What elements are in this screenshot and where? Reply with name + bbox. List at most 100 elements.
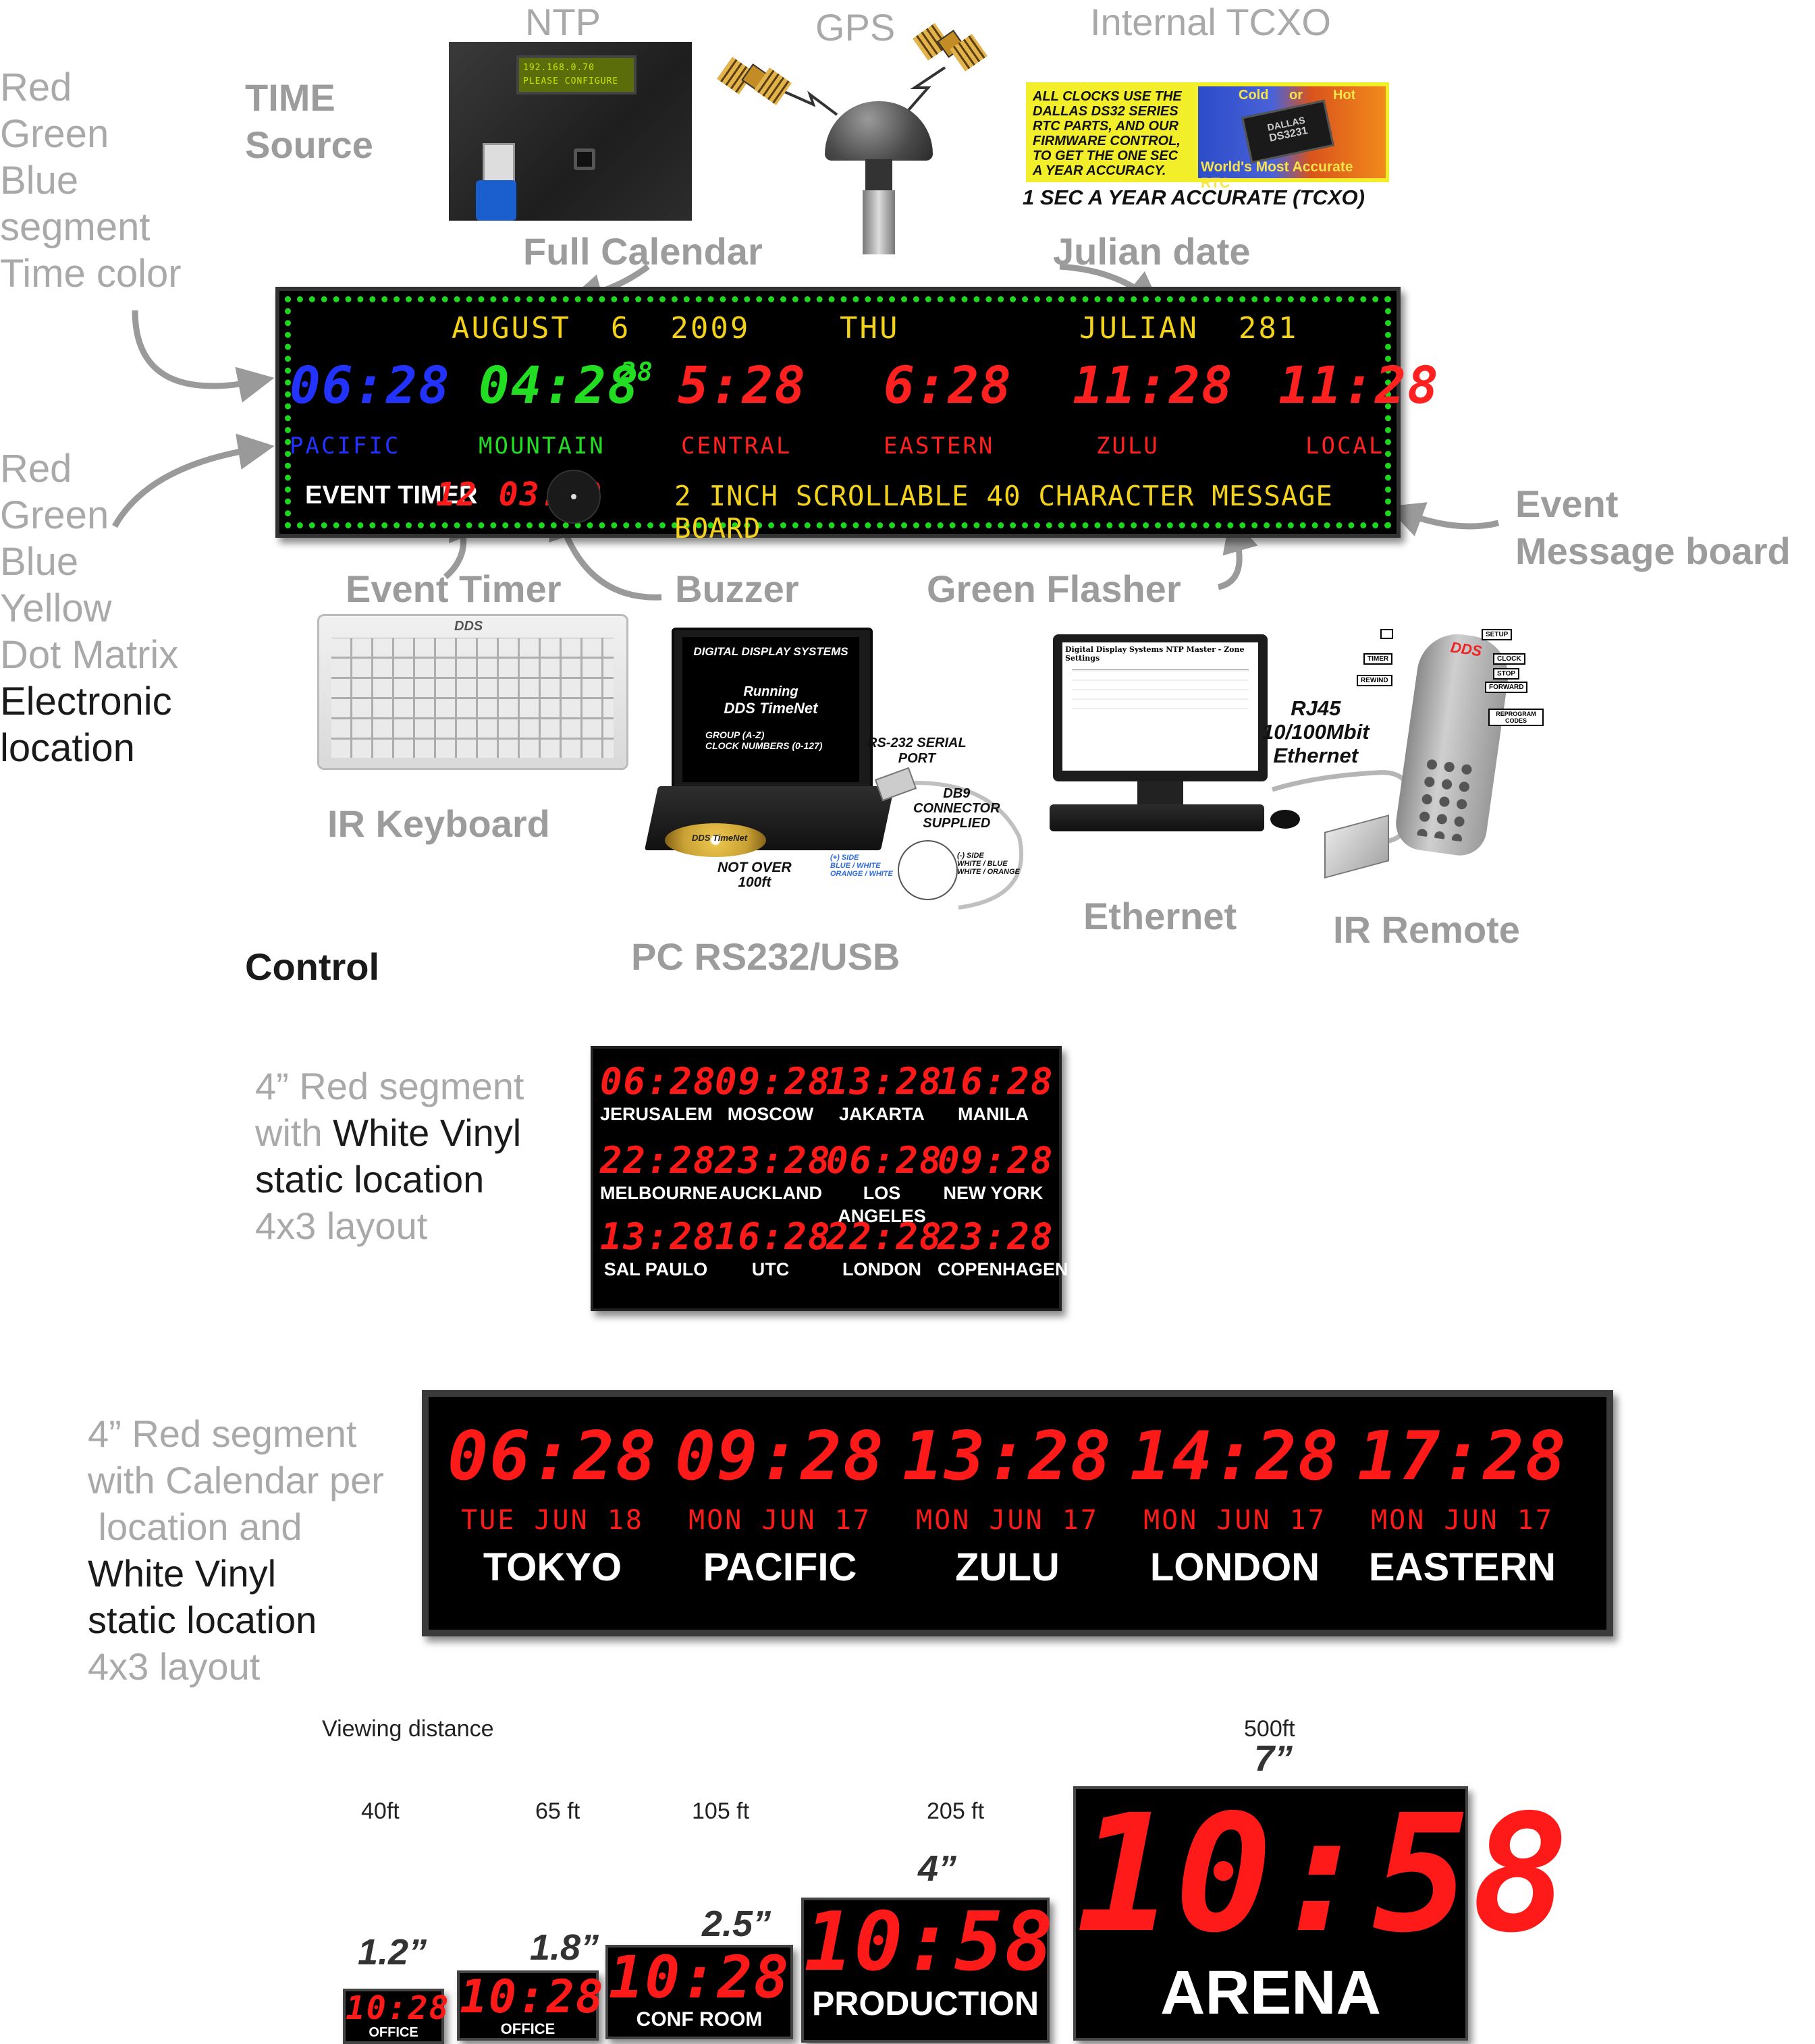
viewing-clock-time: 10:58 <box>1076 1779 1571 1968</box>
remote-tag-forward: FORWARD <box>1485 682 1528 693</box>
calendar-clock-time: 06:28 <box>447 1416 658 1495</box>
world-clock-time: 22:28 <box>826 1215 943 1258</box>
world-clock-city: MANILA <box>958 1104 1029 1124</box>
ntp-button-icon <box>574 148 595 170</box>
remote-tag-stop: STOP <box>1493 668 1520 680</box>
tcxo-chip-image: Cold or Hot DALLAS DS3231 World's Most A… <box>1198 86 1386 191</box>
remote-tag-rewind: REWIND <box>1357 675 1392 686</box>
control-heading: Control <box>245 945 380 988</box>
calendar-clock-date: MON JUN 17 <box>1371 1505 1554 1536</box>
rj45-note: RJ45 10/100Mbit Ethernet <box>1262 696 1370 767</box>
minus-side-note: (-) SIDE WHITE / BLUE WHITE / ORANGE <box>957 852 1020 876</box>
zone-label: EASTERN <box>884 433 995 460</box>
viewing-clock-time: 10:28 <box>608 1944 790 2012</box>
world-clock-caption: 4” Red segment with White Vinyl static l… <box>255 1065 524 1247</box>
calendar-clock-city: EASTERN <box>1368 1545 1556 1589</box>
calendar-clock-time: 09:28 <box>674 1416 886 1495</box>
world-clock-time: 09:28 <box>938 1139 1054 1182</box>
arrow-dot-matrix <box>112 433 275 528</box>
gps-mount-pole <box>863 190 895 254</box>
message-board: 2 INCH SCROLLABLE 40 CHARACTER MESSAGE B… <box>674 480 1333 545</box>
mouse-icon <box>1270 810 1300 829</box>
world-clock-city: JAKARTA <box>839 1104 925 1124</box>
zone-label: ZULU <box>1096 433 1160 460</box>
green-flasher-border <box>285 296 1391 528</box>
rgb-segment-label: Red Green Blue segment Time color <box>0 65 182 296</box>
world-clock-city: MOSCOW <box>727 1104 814 1124</box>
weekday: THU <box>840 311 900 346</box>
viewing-clock-time: 10:58 <box>804 1896 1055 1989</box>
julian-date-callout: Julian date <box>1053 230 1251 273</box>
arrow-message-board <box>1386 502 1500 536</box>
ntp-lcd: 192.168.0.70 PLEASE CONFIGURE <box>516 55 636 94</box>
calendar-date: AUGUST 6 2009 <box>452 311 751 346</box>
calendar-clock-city: ZULU <box>955 1545 1060 1589</box>
pc-label: PC RS232/USB <box>631 935 900 978</box>
zone-label: MOUNTAIN <box>479 433 605 460</box>
ntp-label: NTP <box>525 1 601 43</box>
world-clock-city: COPENHAGEN <box>938 1259 1068 1279</box>
world-clock-city: LONDON <box>842 1259 921 1279</box>
digit-size-label: 7” <box>1254 1738 1293 1779</box>
ir-remote-label: IR Remote <box>1333 908 1520 951</box>
viewing-clock-caption: OFFICE <box>369 2025 418 2040</box>
rs232-note: RS-232 SERIAL PORT <box>867 736 967 766</box>
wiring-diagram-icon <box>898 840 958 900</box>
dot-matrix-label: Red Green Blue Yellow Dot Matrix Electro… <box>0 447 179 770</box>
calendar-clock-date: MON JUN 17 <box>688 1505 871 1536</box>
buzzer-icon <box>547 470 601 524</box>
ntp-device: 192.168.0.70 PLEASE CONFIGURE <box>449 42 692 221</box>
digit-size-label: 4” <box>918 1848 957 1889</box>
gps-label: GPS <box>815 6 896 49</box>
world-clock-city: SAL PAULO <box>603 1259 708 1279</box>
db9-note: DB9 CONNECTOR SUPPLIED <box>913 786 1000 831</box>
ir-keyboard-image: DDS <box>317 614 628 770</box>
monitor-screen: Digital Display Systems NTP Master - Zon… <box>1062 642 1258 771</box>
viewing-clock-caption: OFFICE <box>500 2020 556 2037</box>
viewing-clock-caption: CONF ROOM <box>636 2008 763 2031</box>
world-clock-city: LOS ANGELES <box>838 1183 926 1226</box>
remote-tag-reprogram: REPROGRAM CODES <box>1488 709 1544 726</box>
gps-antenna-base <box>865 159 892 193</box>
zone-time: 6:28 <box>884 355 1013 415</box>
viewing-clock-time: 10:28 <box>460 1970 605 2024</box>
calendar-clock-city: TOKYO <box>483 1545 622 1589</box>
world-clock-city: JERUSALEM <box>600 1104 713 1124</box>
world-clock-time: 13:28 <box>826 1060 943 1103</box>
zone-time: 04:28 <box>479 355 640 415</box>
world-clock-time: 06:28 <box>826 1139 943 1182</box>
viewing-distance-value: 500ft <box>1244 1716 1295 1742</box>
zone-time: 5:28 <box>678 355 807 415</box>
tcxo-label: Internal TCXO <box>1090 1 1331 43</box>
world-clock-time: 06:28 <box>600 1060 717 1103</box>
keyboard-keys <box>331 638 614 758</box>
laptop-image: DIGITAL DISPLAY SYSTEMS Running DDS Time… <box>672 628 873 794</box>
zone-time: 06:28 <box>290 355 451 415</box>
viewing-clock-caption: ARENA <box>1160 1958 1382 2027</box>
event-timer-label: EVENT TIMER <box>305 481 478 509</box>
tcxo-info-box: ALL CLOCKS USE THE DALLAS DS32 SERIES RT… <box>1026 82 1389 191</box>
zone-time: 11:28 <box>1073 355 1234 415</box>
ethernet-cable-icon <box>476 180 516 221</box>
calendar-clock-time: 17:28 <box>1357 1416 1568 1495</box>
world-clock-time: 22:28 <box>600 1139 717 1182</box>
tcxo-caption: 1 SEC A YEAR ACCURATE (TCXO) <box>1023 186 1365 209</box>
viewing-distance-value: 40ft <box>361 1798 400 1824</box>
calendar-clock-date: MON JUN 17 <box>916 1505 1099 1536</box>
world-clock-city: MELBOURNE <box>600 1183 717 1203</box>
